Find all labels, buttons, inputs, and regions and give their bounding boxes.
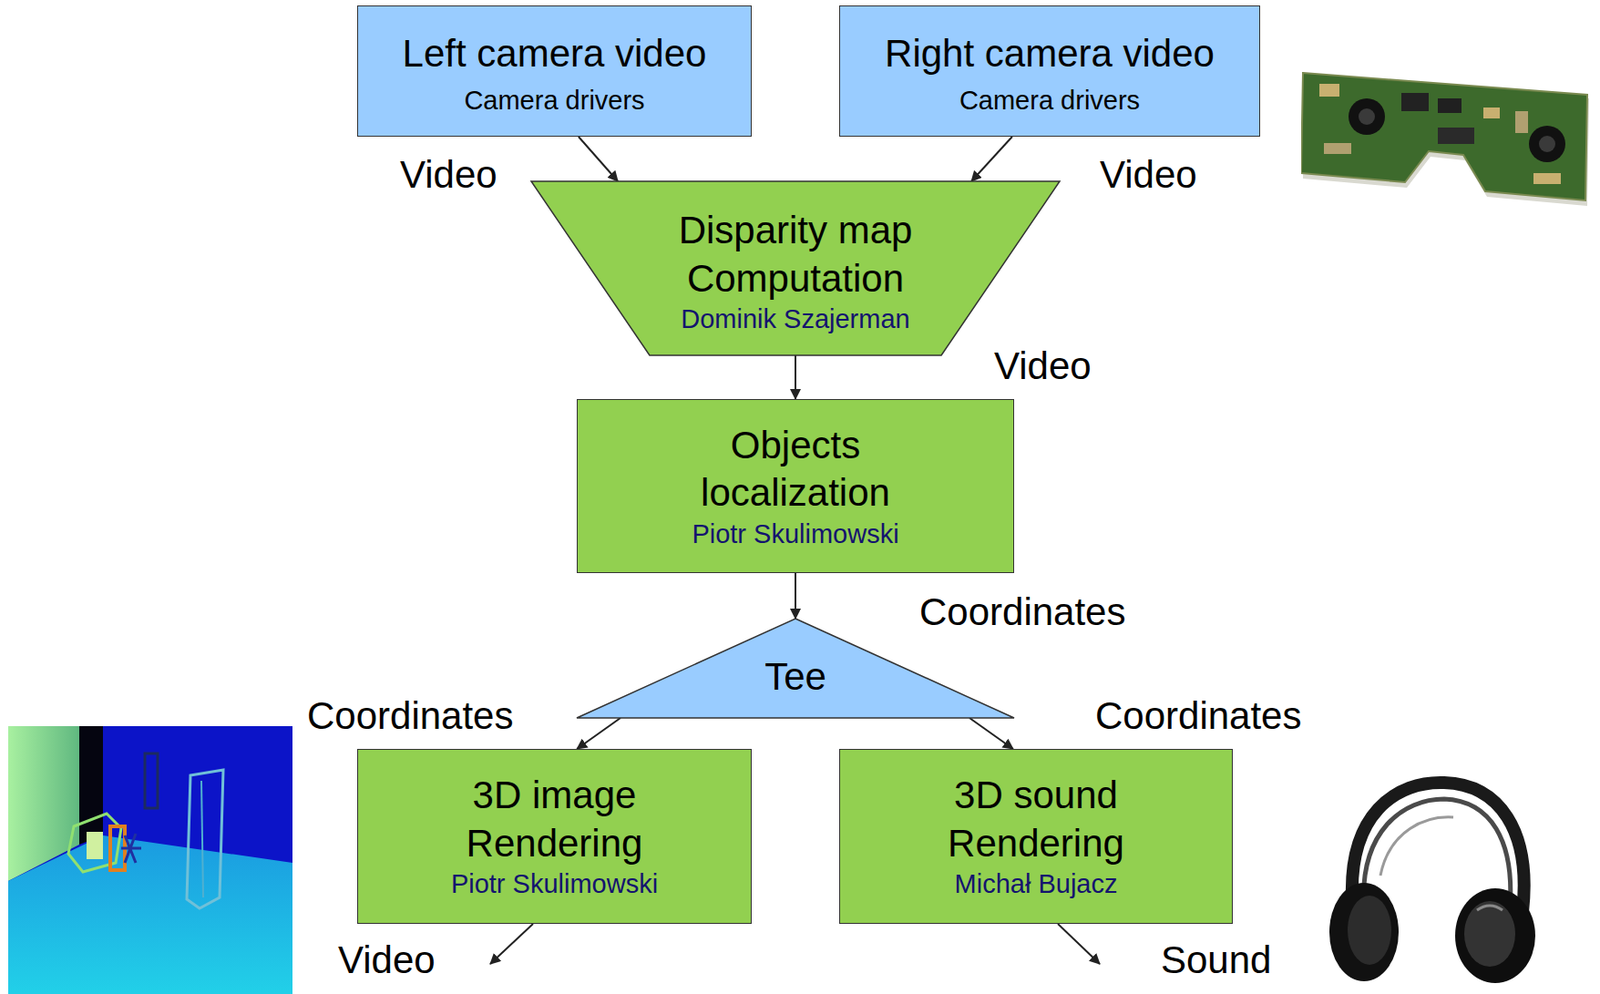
- process-box: 3D sound RenderingMichał Bujacz: [839, 748, 1233, 924]
- process-box: 3D image RenderingPiotr Skulimowski: [357, 748, 752, 924]
- camera-board-photo: [1301, 56, 1593, 221]
- output-arrow: [490, 923, 534, 965]
- node-title: 3D image Rendering: [418, 771, 692, 868]
- node-content: Left camera videoCamera drivers: [358, 6, 751, 136]
- node-content: Objects localizationPiotr Skulimowski: [577, 400, 1014, 573]
- node-content: 3D image RenderingPiotr Skulimowski: [358, 749, 751, 924]
- author-name: Piotr Skulimowski: [691, 517, 899, 551]
- flow-arrow: [794, 573, 797, 619]
- flow-arrow: [969, 717, 1014, 749]
- node-title: 3D sound Rendering: [899, 771, 1173, 868]
- node-title: Objects localization: [645, 421, 946, 518]
- author-name: Dominik Szajerman: [680, 302, 910, 336]
- node-subtitle: Camera drivers: [959, 83, 1140, 117]
- node-content: Right camera videoCamera drivers: [840, 6, 1260, 136]
- headphones-photo: [1316, 775, 1541, 987]
- flow-arrow: [576, 717, 621, 749]
- node-title: Tee: [764, 653, 827, 702]
- source-box: Left camera videoCamera drivers: [357, 5, 752, 137]
- process-box: Objects localizationPiotr Skulimowski: [576, 399, 1015, 574]
- node-content: 3D sound RenderingMichał Bujacz: [840, 749, 1232, 924]
- node-title: Left camera video: [402, 30, 708, 79]
- flow-arrow: [578, 136, 618, 182]
- edge-label: Video: [397, 153, 501, 197]
- node-title: Disparity map Computation: [622, 206, 969, 303]
- output-label: Sound: [1158, 938, 1274, 983]
- node-subtitle: Camera drivers: [463, 83, 645, 117]
- edge-label: Coordinates: [304, 694, 516, 739]
- rendered-scene-image: [8, 726, 293, 994]
- author-name: Piotr Skulimowski: [451, 867, 658, 901]
- source-box: Right camera videoCamera drivers: [839, 5, 1261, 137]
- process-trapezoid: Disparity map ComputationDominik Szajerm…: [531, 181, 1060, 356]
- author-name: Michał Bujacz: [954, 867, 1118, 901]
- node-title: Right camera video: [884, 30, 1215, 79]
- output-arrow: [1057, 923, 1100, 965]
- edge-label: Video: [1097, 153, 1200, 197]
- edge-label: Coordinates: [1092, 694, 1304, 739]
- output-label: Video: [335, 938, 439, 983]
- flow-arrow: [794, 355, 797, 400]
- flow-arrow: [971, 136, 1013, 182]
- node-content: Disparity map ComputationDominik Szajerm…: [531, 181, 1060, 356]
- edge-label: Coordinates: [916, 590, 1129, 635]
- edge-label: Video: [991, 344, 1095, 389]
